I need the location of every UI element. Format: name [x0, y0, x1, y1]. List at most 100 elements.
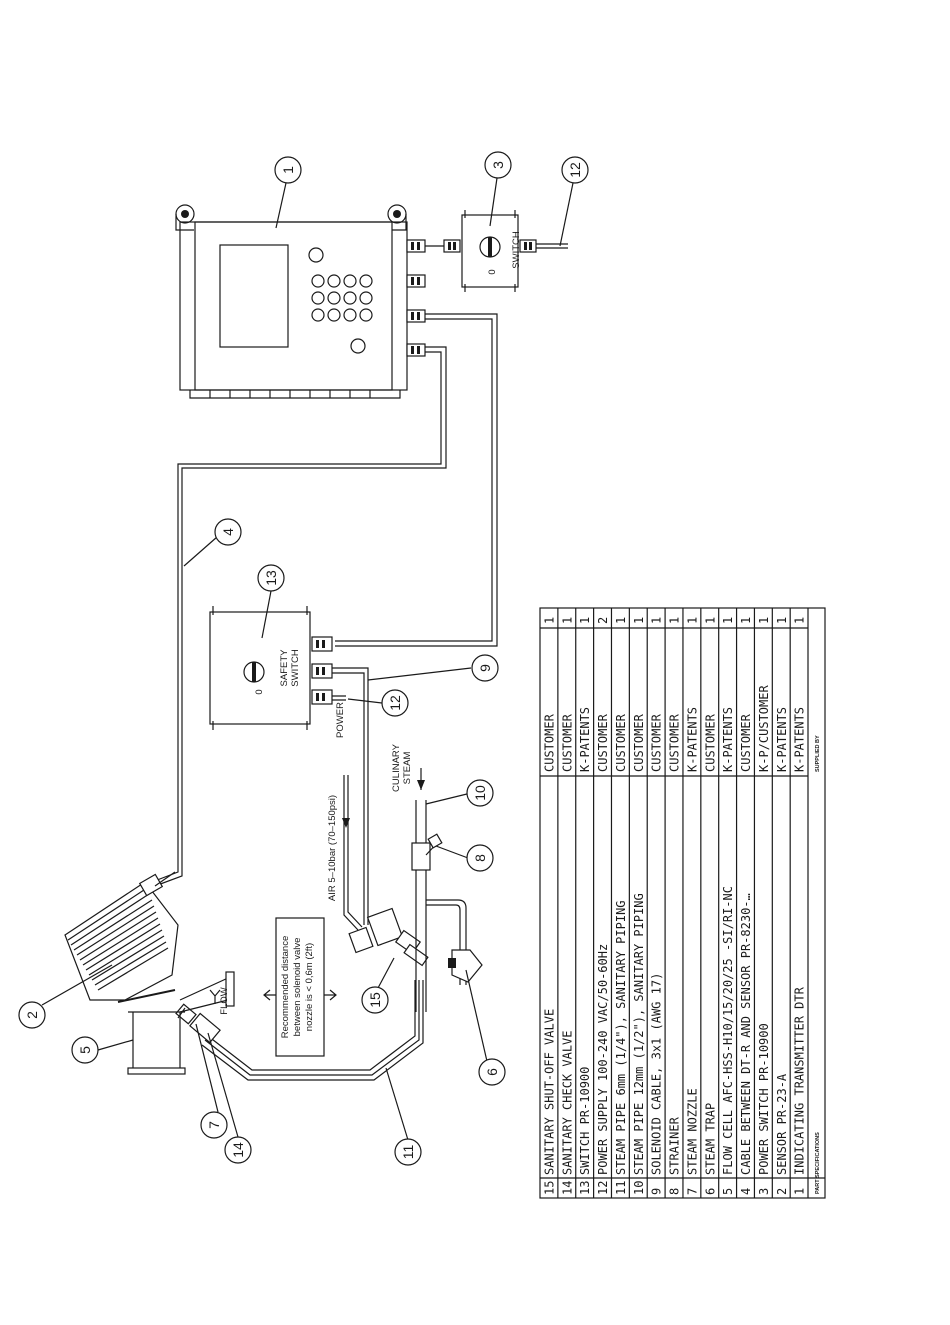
- table-row-description: STEAM TRAP: [703, 1103, 717, 1175]
- table-row-number: 10: [632, 1181, 646, 1195]
- balloon-15: 15: [361, 986, 389, 1014]
- table-row-quantity: 1: [614, 617, 628, 624]
- svg-text:9: 9: [477, 664, 493, 672]
- table-row-supplier: K-P/CUSTOMER: [757, 685, 771, 772]
- solenoid-valve: [348, 907, 429, 967]
- balloon-7: 7: [200, 1111, 228, 1139]
- safety-zero-label: 0: [254, 689, 265, 694]
- svg-text:3: 3: [490, 161, 506, 169]
- note-line-3: nozzle is < 0,6m (2ft): [304, 943, 315, 1031]
- refractometer-sensor: [64, 871, 179, 1003]
- switch-label: SWITCH: [511, 231, 522, 269]
- table-row-number: 4: [739, 1188, 753, 1195]
- culinary-label-2: STEAM: [402, 752, 413, 785]
- table-row-supplier: CUSTOMER: [668, 713, 682, 772]
- table-row-number: 11: [614, 1181, 628, 1195]
- svg-text:10: 10: [472, 785, 488, 801]
- svg-text:4: 4: [220, 528, 236, 536]
- safety-switch-cable: [335, 313, 498, 647]
- steam-nozzle: [175, 1003, 221, 1044]
- table-row-quantity: 1: [703, 617, 717, 624]
- balloon-14: 14: [224, 1136, 252, 1164]
- balloon-6: 6: [478, 1058, 506, 1086]
- balloon-9: 9: [471, 654, 499, 682]
- leader-lines: [41, 177, 574, 1141]
- table-row-number: 3: [757, 1188, 771, 1195]
- balloon-12-switch: 12: [561, 156, 589, 184]
- table-row-number: 7: [685, 1188, 699, 1195]
- table-row-description: SANITARY SHUT-OFF VALVE: [543, 1009, 557, 1175]
- culinary-label-1: CULINARY: [391, 743, 402, 792]
- svg-text:14: 14: [230, 1142, 246, 1158]
- table-footer-supplier: SUPPLIED BY: [815, 735, 821, 772]
- table-row-description: STEAM PIPE 6mm (1/4"), SANITARY PIPING: [614, 900, 628, 1175]
- table-row-number: 1: [793, 1188, 807, 1195]
- table-row-number: 13: [578, 1181, 592, 1195]
- table-row-quantity: 1: [685, 617, 699, 624]
- svg-text:1: 1: [280, 166, 296, 174]
- table-row-description: POWER SWITCH PR-10900: [757, 1023, 771, 1175]
- steam-trap: [448, 949, 483, 983]
- table-row-supplier: CUSTOMER: [703, 713, 717, 772]
- table-row-number: 8: [668, 1188, 682, 1195]
- table-row-number: 2: [775, 1188, 789, 1195]
- table-row-number: 5: [721, 1188, 735, 1195]
- balloon-10: 10: [466, 779, 494, 807]
- svg-text:11: 11: [400, 1145, 416, 1160]
- flow-cell: FLOW: [127, 971, 235, 1075]
- table-row-quantity: 1: [632, 617, 646, 624]
- table-row-quantity: 1: [775, 617, 789, 624]
- switch-zero-label: 0: [487, 269, 498, 274]
- table-row-description: STEAM PIPE 12mm (1/2"), SANITARY PIPING: [632, 893, 646, 1175]
- table-row-number: 15: [543, 1181, 557, 1195]
- air-line: AIR 5–10bar (70–150psi): [327, 775, 363, 931]
- svg-text:15: 15: [367, 992, 383, 1008]
- balloon-2: 2: [18, 1001, 46, 1029]
- table-row-number: 12: [596, 1181, 610, 1195]
- table-row-number: 14: [560, 1181, 574, 1195]
- table-row-supplier: CUSTOMER: [614, 713, 628, 772]
- balloon-12-safety: 12: [381, 689, 409, 717]
- balloon-5: 5: [71, 1036, 99, 1064]
- table-row-number: 9: [650, 1188, 664, 1195]
- table-row-supplier: K-PATENTS: [793, 707, 807, 772]
- table-row-quantity: 1: [757, 617, 771, 624]
- table-row-quantity: 1: [721, 617, 735, 624]
- table-row-quantity: 1: [560, 617, 574, 624]
- table-row-description: SOLENOID CABLE, 3x1 (AWG 17): [650, 973, 664, 1175]
- table-row-description: SANITARY CHECK VALVE: [560, 1031, 574, 1176]
- table-row-quantity: 2: [596, 617, 610, 624]
- note-line-2: between solenoid valve: [292, 938, 303, 1037]
- table-row-description: FLOW CELL AFC-HSS-H10/15/20/25 -SI/RI-NC: [721, 886, 735, 1175]
- keypad: [311, 274, 373, 322]
- table-row-supplier: K-PATENTS: [721, 707, 735, 772]
- svg-text:7: 7: [206, 1121, 222, 1129]
- table-row-quantity: 1: [668, 617, 682, 624]
- table-row-description: SENSOR PR-23-A: [775, 1073, 789, 1175]
- table-row-supplier: CUSTOMER: [596, 713, 610, 772]
- table-row-number: 6: [703, 1188, 717, 1195]
- balloon-13: 13: [257, 564, 285, 592]
- svg-text:6: 6: [484, 1068, 500, 1076]
- table-row-supplier: CUSTOMER: [739, 713, 753, 772]
- balloon-4: 4: [214, 518, 242, 546]
- table-row-supplier: CUSTOMER: [543, 713, 557, 772]
- table-row-description: STRAINER: [668, 1116, 682, 1175]
- table-row-description: POWER SUPPLY 100-240 VAC/50-60Hz: [596, 944, 610, 1175]
- table-row-supplier: K-PATENTS: [578, 707, 592, 772]
- safety-switch-label-1: SAFETY: [279, 649, 290, 687]
- balloon-3: 3: [484, 151, 512, 179]
- steam-pipe-6mm: [201, 980, 424, 1081]
- table-row-supplier: K-PATENTS: [685, 707, 699, 772]
- table-row-description: INDICATING TRANSMITTER DTR: [793, 986, 807, 1175]
- table-row-description: STEAM NOZZLE: [685, 1088, 699, 1175]
- safety-switch-label-2: SWITCH: [290, 649, 301, 687]
- balloon-8: 8: [466, 844, 494, 872]
- table-row-quantity: 1: [650, 617, 664, 624]
- table-row-supplier: CUSTOMER: [650, 713, 664, 772]
- table-row-quantity: 1: [793, 617, 807, 624]
- table-row-quantity: 1: [739, 617, 753, 624]
